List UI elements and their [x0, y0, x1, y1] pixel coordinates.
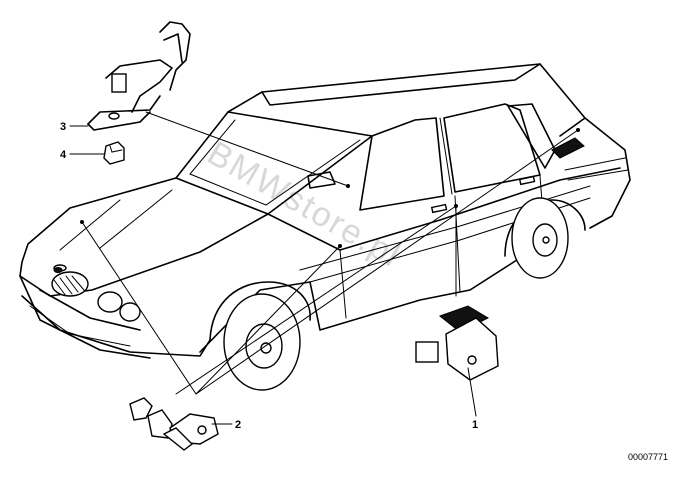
part-1-switch	[415, 305, 499, 381]
callout-2: 2	[235, 419, 241, 431]
watermark-text: BMWstore.pl	[201, 134, 408, 275]
part-2-switch	[129, 397, 219, 451]
part-4-nut	[103, 141, 125, 165]
leader-lines	[69, 111, 580, 425]
callout-1: 1	[472, 419, 478, 431]
callout-4: 4	[60, 149, 67, 161]
part-3-bracket	[87, 21, 191, 131]
car-illustration	[19, 63, 631, 391]
catalog-number: 00007771	[628, 452, 668, 462]
callout-3: 3	[60, 121, 66, 133]
